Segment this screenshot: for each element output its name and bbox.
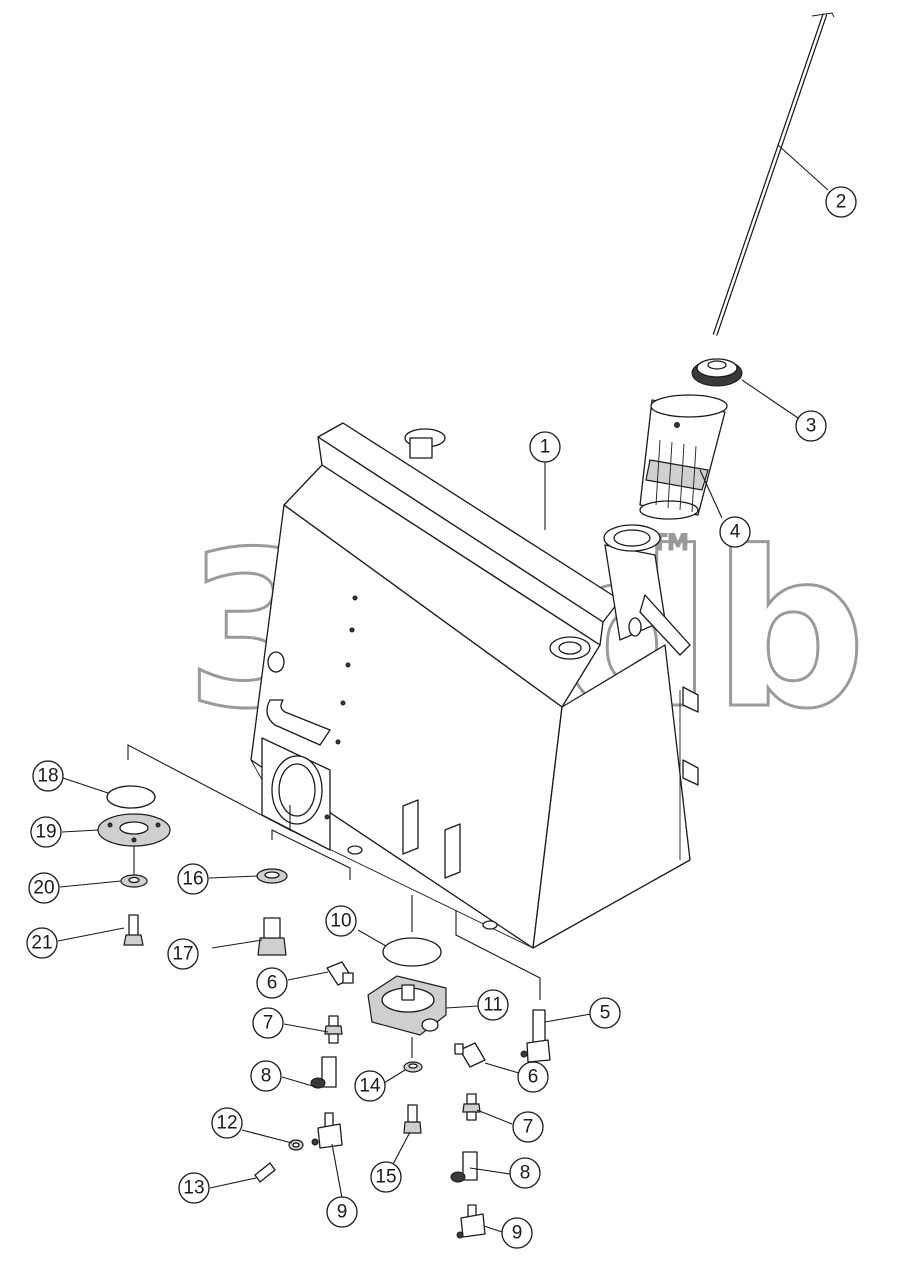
callout-12: 12	[211, 1107, 243, 1139]
callout-8-lower-label: 8	[520, 1163, 531, 1184]
callout-2-label: 2	[836, 192, 847, 213]
callout-9-lower-label: 9	[512, 1223, 523, 1244]
washer-20	[120, 874, 148, 888]
hose-clamp-12	[288, 1139, 304, 1151]
cover-plate	[97, 813, 171, 847]
nipple-7b	[462, 1093, 481, 1121]
adapter-6a	[326, 961, 354, 986]
callout-8-lower: 8	[509, 1157, 541, 1189]
callout-18: 18	[32, 760, 64, 792]
valve-8a	[310, 1056, 337, 1089]
callout-6-upper-label: 6	[267, 973, 278, 994]
flange-cover	[367, 975, 447, 1036]
callout-6-lower-label: 6	[528, 1067, 539, 1088]
filler-strainer	[639, 394, 728, 520]
callout-13-label: 13	[183, 1178, 204, 1199]
valve-8b	[450, 1151, 478, 1183]
tee-fitting-9b	[456, 1204, 486, 1239]
callout-14-label: 14	[359, 1076, 381, 1097]
callout-21-label: 21	[31, 933, 52, 954]
callout-14: 14	[354, 1070, 386, 1102]
callout-16: 16	[177, 863, 209, 895]
callout-6-lower: 6	[517, 1061, 549, 1093]
callout-3-label: 3	[806, 416, 817, 437]
dipstick-rod	[712, 12, 835, 336]
callout-7-upper: 7	[252, 1007, 284, 1039]
callout-6-upper: 6	[256, 967, 288, 999]
callout-20: 20	[28, 872, 60, 904]
nipple-7a	[324, 1015, 343, 1044]
callout-19-label: 19	[35, 822, 56, 843]
callout-19: 19	[30, 816, 62, 848]
callout-9-upper-label: 9	[337, 1202, 348, 1223]
callout-18-label: 18	[37, 766, 58, 787]
hose-13	[254, 1162, 276, 1183]
callout-15-label: 15	[375, 1167, 396, 1188]
plug-17	[257, 917, 287, 956]
callout-17: 17	[167, 938, 199, 970]
callout-2: 2	[825, 186, 857, 218]
callout-12-label: 12	[216, 1113, 237, 1134]
elbow-fitting-5	[520, 1009, 551, 1063]
callout-17-label: 17	[172, 944, 193, 965]
adapter-6b	[454, 1042, 486, 1068]
callout-5: 5	[589, 997, 621, 1029]
explosion-lines	[127, 744, 541, 1000]
filler-cap	[691, 358, 743, 387]
o-ring-10	[382, 937, 442, 967]
callout-8-upper-label: 8	[261, 1066, 272, 1087]
callout-1-label: 1	[540, 437, 551, 458]
washer-16	[256, 868, 288, 884]
callout-3: 3	[795, 410, 827, 442]
o-ring-18	[106, 785, 156, 809]
callout-9-upper: 9	[326, 1196, 358, 1228]
callout-7-lower: 7	[512, 1111, 544, 1143]
leader-lines	[57, 144, 829, 1233]
callout-10-label: 10	[330, 911, 351, 932]
callout-4-label: 4	[730, 522, 741, 543]
callout-16-label: 16	[182, 869, 203, 890]
callout-5-label: 5	[600, 1003, 611, 1024]
callout-11-label: 11	[483, 995, 503, 1016]
callout-1: 1	[529, 431, 561, 463]
bolt-21	[123, 914, 144, 946]
callout-4: 4	[719, 516, 751, 548]
callout-7-upper-label: 7	[263, 1013, 274, 1034]
tank-body	[250, 422, 699, 949]
callout-8-upper: 8	[250, 1060, 282, 1092]
tee-fitting-9a	[311, 1112, 343, 1149]
callout-21: 21	[26, 927, 58, 959]
washer-14	[403, 1061, 423, 1073]
callout-7-lower-label: 7	[523, 1117, 534, 1138]
callout-11: 11	[477, 989, 509, 1021]
callout-20-label: 20	[33, 878, 54, 899]
callout-10: 10	[325, 905, 357, 937]
bolt-15	[403, 1104, 422, 1134]
callout-15: 15	[370, 1161, 402, 1193]
callout-13: 13	[178, 1172, 210, 1204]
callout-9-lower: 9	[501, 1217, 533, 1249]
